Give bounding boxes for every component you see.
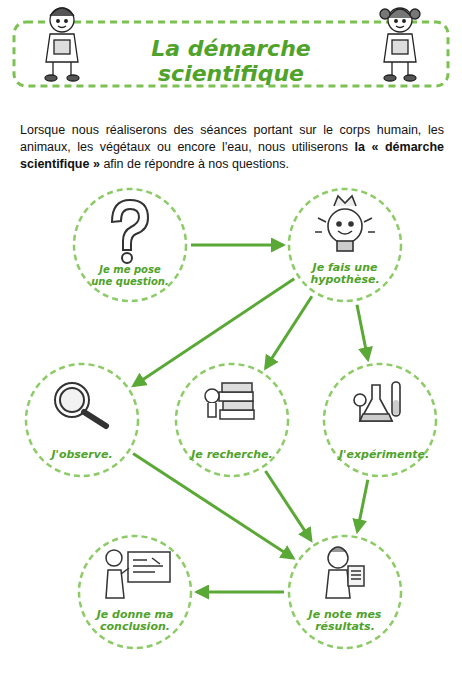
intro-text: afin de répondre à nos questions. [103,157,289,171]
magnifier-icon [55,383,106,426]
step-label: Je me pose une question. [89,264,171,287]
arrow-connector [197,591,284,594]
scientist-notes-icon [326,547,364,598]
arrow-connector [191,244,283,247]
step-label: Je donne ma conclusion. [94,609,176,634]
step-circle: Je me pose une question. [72,187,188,303]
step-label: J'expérimente. [339,449,421,462]
flasks-icon [354,382,400,421]
step-circle: Je fais une hypothèse. [287,187,403,303]
step-label: Je recherche. [191,449,273,462]
title: La démarche scientifique [100,36,362,86]
step-label: Je fais une hypothèse. [304,262,386,287]
step-circle: Je note mes résultats. [287,534,403,650]
question-icon [112,200,148,263]
step-circle: J'expérimente. [322,362,438,478]
arrow-connector [133,453,293,558]
arrow-connector [134,279,295,386]
boy-figure [45,8,79,81]
arrow-connector [357,305,368,359]
step-label: J'observe. [41,449,123,462]
step-circle: Je donne ma conclusion. [77,534,193,650]
step-circle: Je recherche. [174,362,290,478]
lightbulb-icon [315,196,375,251]
intro-paragraph: Lorsque nous réaliserons des séances por… [20,122,444,173]
step-label: Je note mes résultats. [304,609,386,634]
arrow-connector [265,471,310,540]
books-icon [205,383,254,419]
step-circle: J'observe. [24,362,140,478]
arrow-connector [266,296,312,368]
girl-figure [380,8,420,81]
board-icon [106,550,170,598]
title-banner [14,22,448,86]
arrow-connector [357,480,367,531]
